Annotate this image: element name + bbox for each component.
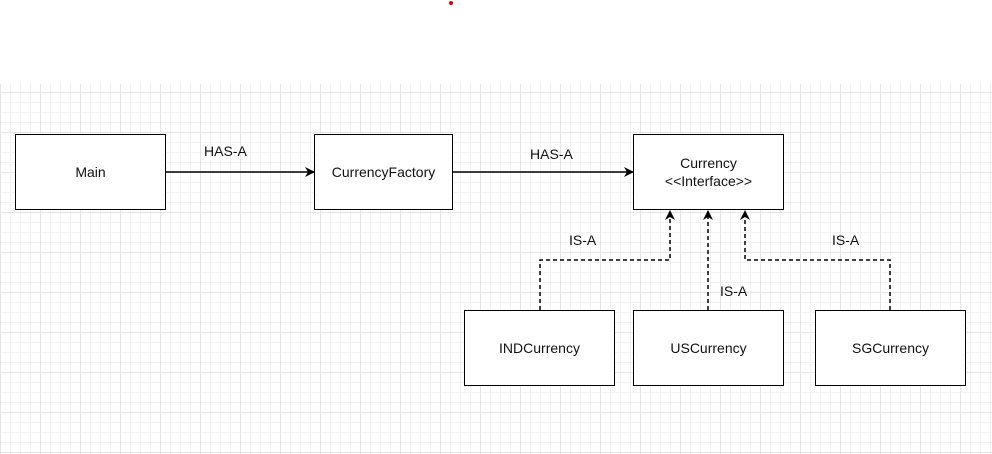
ind-to-currency-label: IS-A — [569, 232, 597, 248]
cursor-marker — [449, 1, 453, 5]
sg-to-currency-arrow — [740, 210, 891, 310]
factory-to-currency-label: HAS-A — [530, 146, 573, 162]
main-to-factory-label: HAS-A — [204, 143, 247, 159]
us-currency-node-label: USCurrency — [670, 340, 747, 356]
sg-currency-node-label: SGCurrency — [851, 340, 930, 356]
currency-factory-node-label: CurrencyFactory — [331, 164, 436, 180]
currency-node-title: Currency — [680, 155, 737, 171]
us-currency-node[interactable]: USCurrency — [633, 310, 784, 386]
main-node[interactable]: Main — [15, 134, 166, 210]
currency-factory-node[interactable]: CurrencyFactory — [314, 134, 453, 210]
currency-interface-node[interactable]: Currency <<Interface>> — [633, 134, 784, 210]
ind-currency-node[interactable]: INDCurrency — [464, 310, 615, 386]
currency-node-stereotype: <<Interface>> — [664, 173, 753, 189]
ind-currency-node-label: INDCurrency — [499, 340, 580, 356]
sg-currency-node[interactable]: SGCurrency — [815, 310, 966, 386]
main-node-label: Main — [75, 164, 106, 180]
us-to-currency-label: IS-A — [720, 283, 748, 299]
ind-to-currency-arrow — [539, 210, 675, 310]
sg-to-currency-label: IS-A — [832, 232, 860, 248]
